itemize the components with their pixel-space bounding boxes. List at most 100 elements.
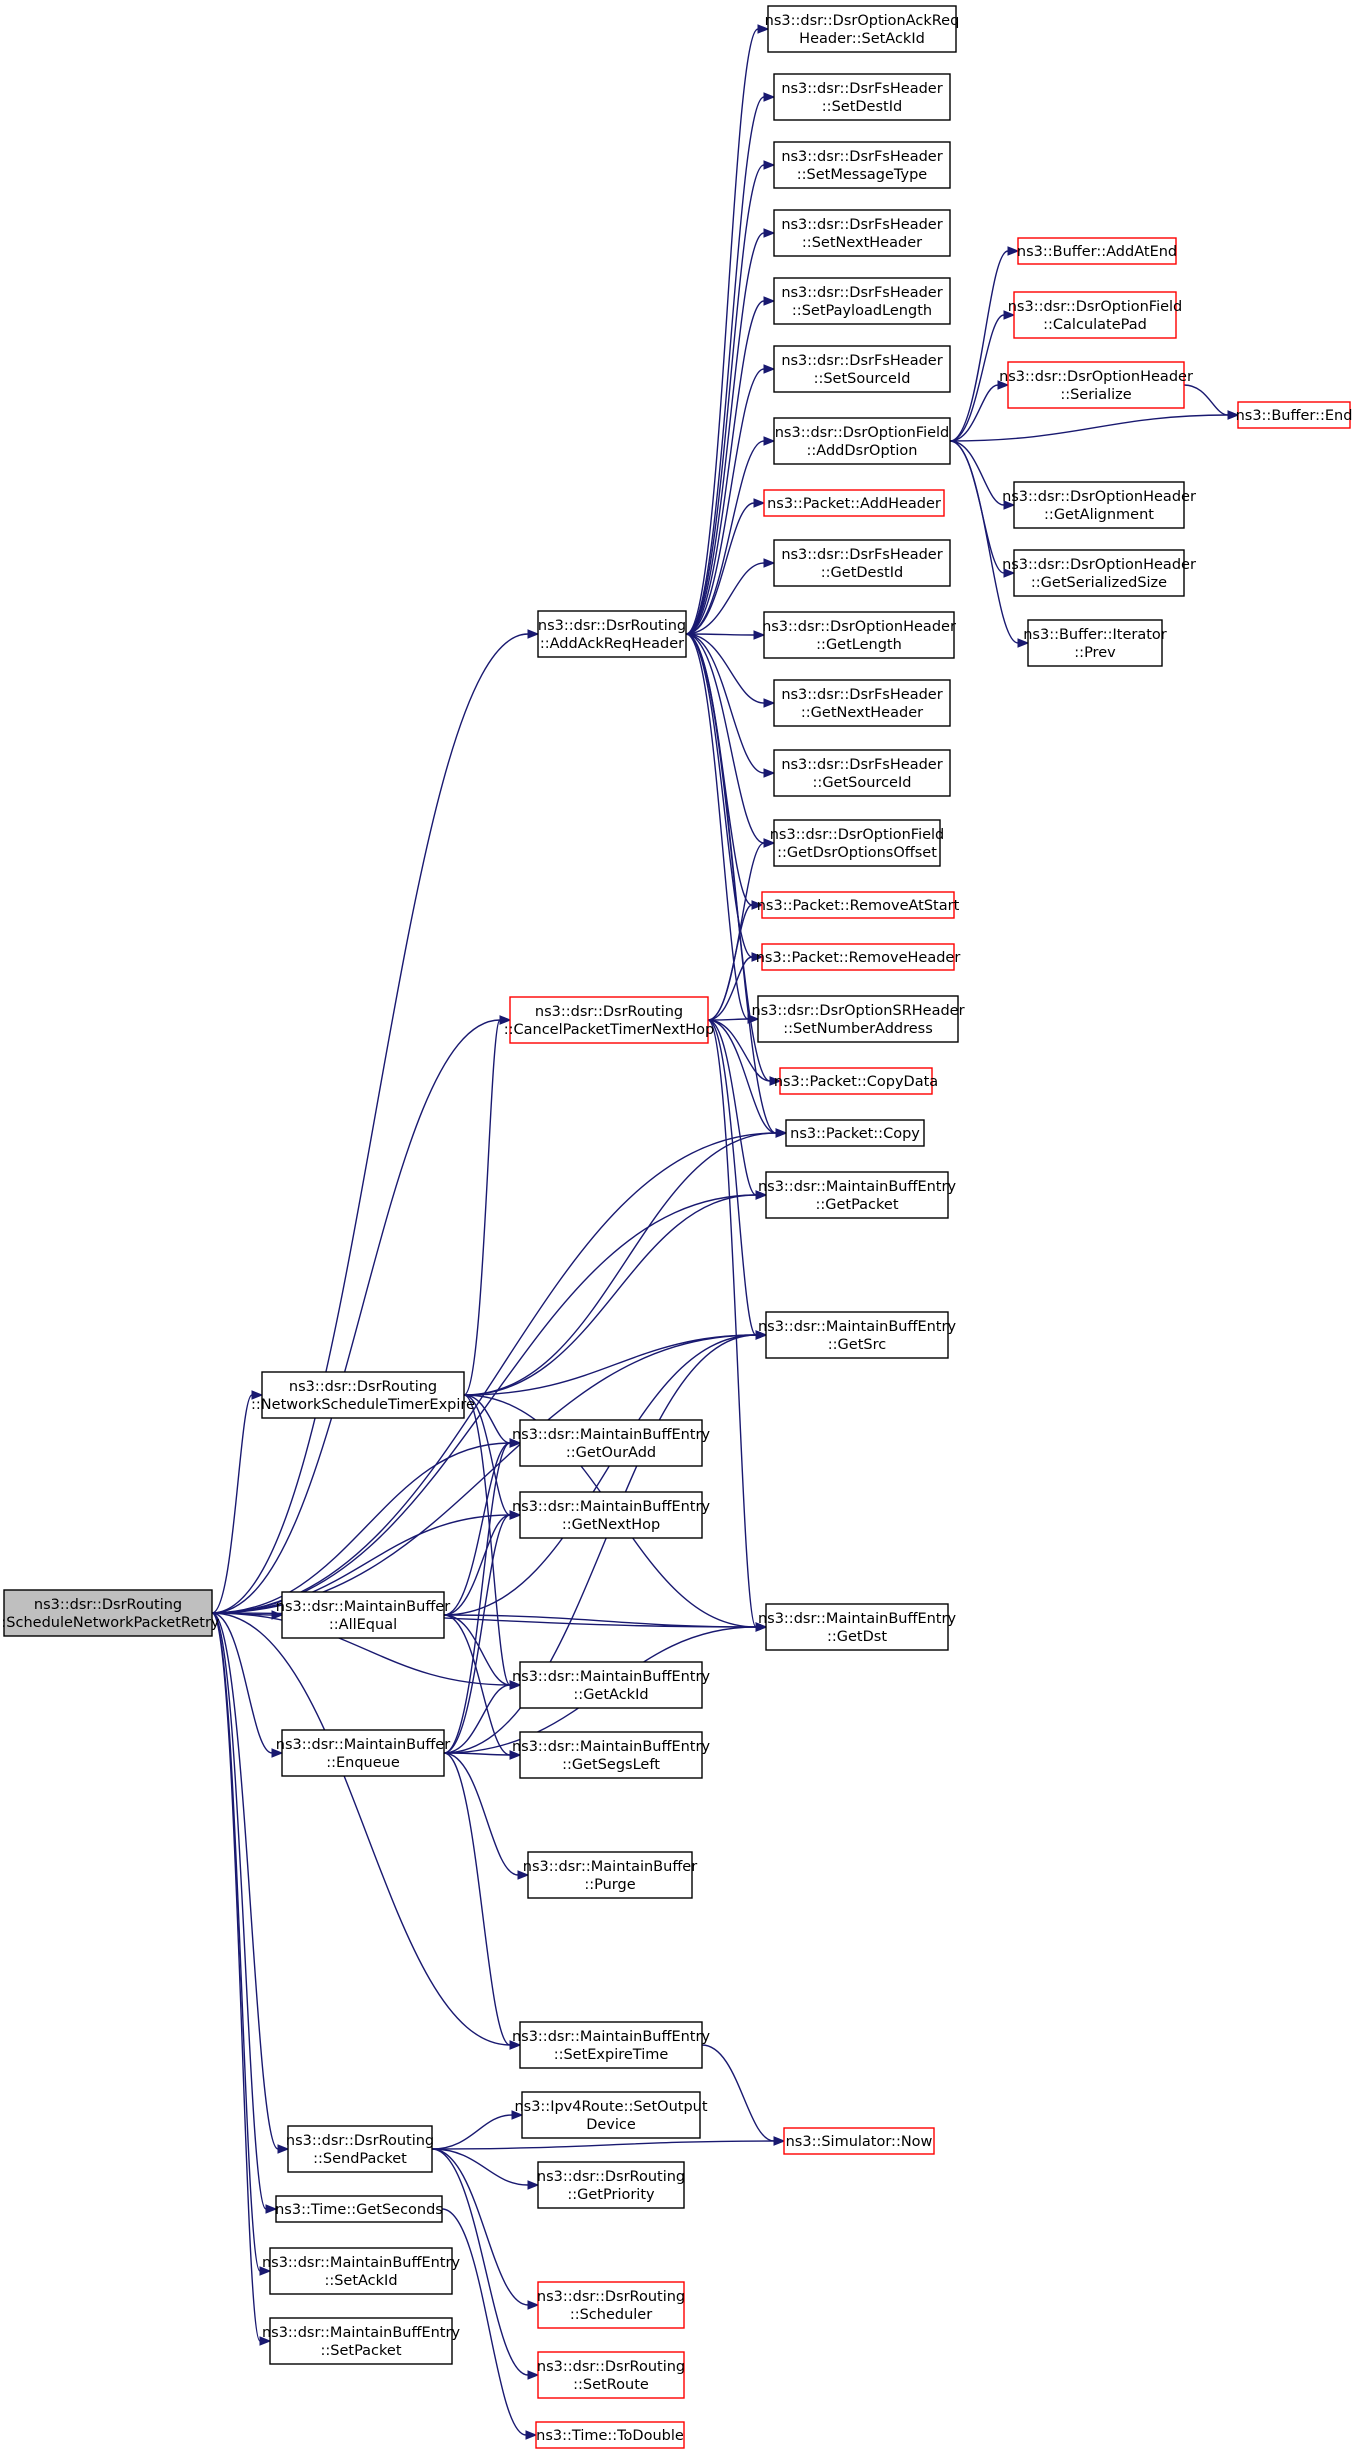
node-addAckReqHeader[interactable]: ns3::dsr::DsrRouting::AddAckReqHeader bbox=[537, 610, 687, 658]
node-simNow[interactable]: ns3::Simulator::Now bbox=[783, 2127, 935, 2155]
node-box bbox=[1007, 361, 1185, 409]
node-label: ::Serialize bbox=[1060, 387, 1131, 403]
node-setRoute[interactable]: ns3::dsr::DsrRouting::SetRoute bbox=[537, 2351, 685, 2399]
edge-sendPacket-to-simNow bbox=[431, 2136, 786, 2150]
node-label: ::GetDst bbox=[827, 1629, 887, 1645]
node-removeAtStart[interactable]: ns3::Packet::RemoveAtStart bbox=[757, 891, 960, 919]
edge-addAckReqHeader-to-fsGetSourceId bbox=[685, 633, 776, 778]
edge-root-to-getSeconds bbox=[211, 1612, 278, 2214]
node-copyData[interactable]: ns3::Packet::CopyData bbox=[774, 1067, 938, 1095]
edge-allEqual-to-getNextHop bbox=[443, 1510, 522, 1616]
node-label: ns3::Time::ToDouble bbox=[536, 2428, 684, 2444]
edge-enqueue-to-setExpireTime bbox=[443, 1752, 522, 2050]
edge-setExpireTime-to-simNow bbox=[701, 2044, 786, 2146]
node-label: ns3::dsr::MaintainBuffEntry bbox=[512, 1427, 711, 1443]
node-removeHeader[interactable]: ns3::Packet::RemoveHeader bbox=[756, 943, 961, 971]
edge-netSchedExpire-to-packetCopy bbox=[463, 1128, 788, 1396]
node-fsSetDestId[interactable]: ns3::dsr::DsrFsHeader::SetDestId bbox=[773, 73, 951, 121]
edge-root-to-setAckIdMB bbox=[211, 1612, 272, 2276]
node-netSchedExpire[interactable]: ns3::dsr::DsrRouting::NetworkScheduleTim… bbox=[251, 1371, 475, 1419]
node-scheduler[interactable]: ns3::dsr::DsrRouting::Scheduler bbox=[537, 2281, 685, 2329]
node-bufferAddAtEnd[interactable]: ns3::Buffer::AddAtEnd bbox=[1017, 237, 1177, 265]
node-addDsrOption[interactable]: ns3::dsr::DsrOptionField::AddDsrOption bbox=[773, 417, 951, 465]
edge-addDsrOption-to-optGetAlignment bbox=[949, 440, 1016, 510]
node-getDst[interactable]: ns3::dsr::MaintainBuffEntry::GetDst bbox=[758, 1603, 957, 1651]
node-setExpireTime[interactable]: ns3::dsr::MaintainBuffEntry::SetExpireTi… bbox=[512, 2021, 711, 2069]
node-fsGetSourceId[interactable]: ns3::dsr::DsrFsHeader::GetSourceId bbox=[773, 749, 951, 797]
node-packetAddHeader[interactable]: ns3::Packet::AddHeader bbox=[763, 489, 945, 517]
node-purge[interactable]: ns3::dsr::MaintainBuffer::Purge bbox=[523, 1851, 697, 1899]
edge-addAckReqHeader-to-setAckIdOpt bbox=[685, 24, 770, 635]
node-label: ns3::dsr::MaintainBuffEntry bbox=[512, 2029, 711, 2045]
node-label: ns3::dsr::DsrFsHeader bbox=[781, 547, 942, 563]
node-getSeconds[interactable]: ns3::Time::GetSeconds bbox=[275, 2195, 443, 2223]
edge-addDsrOption-to-calculatePad bbox=[949, 310, 1016, 442]
node-box bbox=[767, 5, 957, 53]
edge-enqueue-to-getAckIdMB bbox=[443, 1680, 522, 1754]
node-iteratorPrev[interactable]: ns3::Buffer::Iterator::Prev bbox=[1023, 619, 1167, 667]
node-fsSetPayloadLength[interactable]: ns3::dsr::DsrFsHeader::SetPayloadLength bbox=[773, 277, 951, 325]
node-label: ::GetLength bbox=[816, 637, 902, 653]
node-setPacketMB[interactable]: ns3::dsr::MaintainBuffEntry::SetPacket bbox=[262, 2317, 461, 2365]
node-label: ns3::dsr::DsrRouting bbox=[537, 2169, 685, 2185]
edge-addAckReqHeader-to-fsGetNextHeader bbox=[685, 633, 776, 708]
node-sendPacket[interactable]: ns3::dsr::DsrRouting::SendPacket bbox=[286, 2125, 434, 2173]
node-box bbox=[1013, 291, 1177, 339]
node-setAckIdOpt[interactable]: ns3::dsr::DsrOptionAckReqHeader::SetAckI… bbox=[765, 5, 960, 53]
node-bufferEnd[interactable]: ns3::Buffer::End bbox=[1236, 401, 1352, 429]
node-label: ::GetNextHop bbox=[562, 1517, 660, 1533]
node-getSrc[interactable]: ns3::dsr::MaintainBuffEntry::GetSrc bbox=[758, 1311, 957, 1359]
node-box bbox=[1017, 237, 1177, 265]
node-fsSetNextHeader[interactable]: ns3::dsr::DsrFsHeader::SetNextHeader bbox=[773, 209, 951, 257]
node-optGetSerializedSize[interactable]: ns3::dsr::DsrOptionHeader::GetSerialized… bbox=[1002, 549, 1196, 597]
node-label: ns3::dsr::MaintainBuffEntry bbox=[512, 1499, 711, 1515]
node-label: ::GetNextHeader bbox=[801, 705, 923, 721]
node-box bbox=[535, 2421, 685, 2449]
node-optSerialize[interactable]: ns3::dsr::DsrOptionHeader::Serialize bbox=[999, 361, 1193, 409]
node-toDouble[interactable]: ns3::Time::ToDouble bbox=[535, 2421, 685, 2449]
node-box bbox=[785, 1119, 925, 1147]
node-label: ns3::dsr::DsrOptionHeader bbox=[1002, 557, 1196, 573]
node-optGetLength[interactable]: ns3::dsr::DsrOptionHeader::GetLength bbox=[762, 611, 956, 659]
node-packetCopy[interactable]: ns3::Packet::Copy bbox=[785, 1119, 925, 1147]
node-getAckIdMB[interactable]: ns3::dsr::MaintainBuffEntry::GetAckId bbox=[512, 1661, 711, 1709]
edge-addDsrOption-to-bufferAddAtEnd bbox=[949, 246, 1020, 442]
node-label: ns3::dsr::MaintainBuffEntry bbox=[512, 1739, 711, 1755]
edge-sendPacket-to-getPriority bbox=[431, 2148, 540, 2190]
node-label: ns3::dsr::DsrOptionSRHeader bbox=[751, 1003, 964, 1019]
node-setNumberAddress[interactable]: ns3::dsr::DsrOptionSRHeader::SetNumberAd… bbox=[751, 995, 965, 1043]
node-optGetAlignment[interactable]: ns3::dsr::DsrOptionHeader::GetAlignment bbox=[1002, 481, 1196, 529]
node-box bbox=[773, 417, 951, 465]
node-fsGetDestId[interactable]: ns3::dsr::DsrFsHeader::GetDestId bbox=[773, 539, 951, 587]
node-box bbox=[773, 73, 951, 121]
node-box bbox=[509, 996, 709, 1044]
node-enqueue[interactable]: ns3::dsr::MaintainBuffer::Enqueue bbox=[276, 1729, 450, 1777]
node-setAckIdMB[interactable]: ns3::dsr::MaintainBuffEntry::SetAckId bbox=[262, 2247, 461, 2295]
node-allEqual[interactable]: ns3::dsr::MaintainBuffer::AllEqual bbox=[276, 1591, 450, 1639]
node-label: ::GetDsrOptionsOffset bbox=[777, 845, 937, 861]
node-fsSetMessageType[interactable]: ns3::dsr::DsrFsHeader::SetMessageType bbox=[773, 141, 951, 189]
edge-addAckReqHeader-to-fsSetMessageType bbox=[685, 160, 776, 635]
node-label: ns3::dsr::DsrRouting bbox=[535, 1004, 683, 1020]
node-label: ns3::dsr::DsrRouting bbox=[537, 2289, 685, 2305]
node-getSegsLeft[interactable]: ns3::dsr::MaintainBuffEntry::GetSegsLeft bbox=[512, 1731, 711, 1779]
node-root[interactable]: ns3::dsr::DsrRouting::ScheduleNetworkPac… bbox=[0, 1589, 220, 1637]
node-label: ::Scheduler bbox=[570, 2307, 652, 2323]
edge-addAckReqHeader-to-fsSetPayloadLength bbox=[685, 296, 776, 635]
node-fsSetSourceId[interactable]: ns3::dsr::DsrFsHeader::SetSourceId bbox=[773, 345, 951, 393]
node-getNextHop[interactable]: ns3::dsr::MaintainBuffEntry::GetNextHop bbox=[512, 1491, 711, 1539]
node-label: ns3::dsr::MaintainBuffer bbox=[523, 1859, 697, 1875]
node-label: ::GetSerializedSize bbox=[1031, 575, 1167, 591]
node-cancelTimer[interactable]: ns3::dsr::DsrRouting::CancelPacketTimerN… bbox=[504, 996, 715, 1044]
node-fsGetNextHeader[interactable]: ns3::dsr::DsrFsHeader::GetNextHeader bbox=[773, 679, 951, 727]
node-label: ns3::dsr::DsrFsHeader bbox=[781, 81, 942, 97]
node-label: ns3::Buffer::End bbox=[1236, 408, 1352, 424]
node-calculatePad[interactable]: ns3::dsr::DsrOptionField::CalculatePad bbox=[1008, 291, 1183, 339]
node-label: ns3::dsr::MaintainBuffEntry bbox=[262, 2255, 461, 2271]
node-getPriority[interactable]: ns3::dsr::DsrRouting::GetPriority bbox=[537, 2161, 685, 2209]
node-getDsrOptionsOffset[interactable]: ns3::dsr::DsrOptionField::GetDsrOptionsO… bbox=[770, 819, 945, 867]
node-getOurAdd[interactable]: ns3::dsr::MaintainBuffEntry::GetOurAdd bbox=[512, 1419, 711, 1467]
node-getPacket[interactable]: ns3::dsr::MaintainBuffEntry::GetPacket bbox=[758, 1171, 957, 1219]
node-label: ns3::dsr::DsrRouting bbox=[537, 2359, 685, 2375]
